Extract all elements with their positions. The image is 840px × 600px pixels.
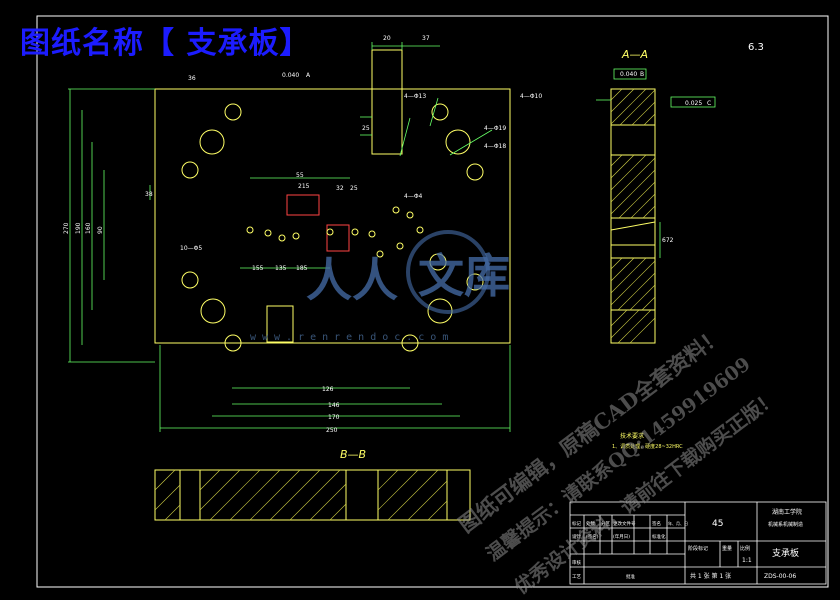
drawing-border xyxy=(36,15,829,588)
holes-13: 4—Φ13 xyxy=(404,93,426,100)
tb-r4c2: 批准 xyxy=(626,573,635,580)
tol-right-perp: 0.040 xyxy=(620,71,637,78)
tol-top-datum: A xyxy=(306,72,311,79)
tb-scale-label: 比例 xyxy=(740,545,750,552)
tech-body: 1、调质处理，硬度28~32HRC xyxy=(612,443,683,450)
dim-190: 190 xyxy=(75,222,82,234)
tech-title: 技术要求 xyxy=(620,432,644,440)
tb-r1c1: 标记 xyxy=(572,520,581,527)
section-bb-hatch xyxy=(154,469,448,521)
tb-part-name: 支承板 xyxy=(772,547,799,559)
side-dimensions xyxy=(596,68,716,258)
dim-270: 270 xyxy=(63,222,70,234)
side-hatch xyxy=(610,88,656,344)
dim-38: 38 xyxy=(145,191,153,198)
side-view xyxy=(610,88,656,344)
holes-4: 4—Φ4 xyxy=(404,193,423,200)
section-aa-label: A—A xyxy=(621,48,648,61)
tol-top-perp: 0.040 xyxy=(282,72,299,79)
dim-overall-width: 250 xyxy=(326,427,338,434)
drawing-title-banner: 图纸名称【 支承板】 xyxy=(20,26,311,61)
dim-32: 32 xyxy=(336,185,344,192)
dim-672: 672 xyxy=(662,237,674,244)
tb-r2c2: (签名) xyxy=(586,533,599,540)
dim-126: 126 xyxy=(322,386,334,393)
tb-weight-label: 重量 xyxy=(722,545,732,552)
holes-19: 4—Φ19 xyxy=(484,125,506,132)
dim-160: 160 xyxy=(85,222,92,234)
dim-170: 170 xyxy=(328,414,340,421)
tb-r1c6: 年、月、日 xyxy=(668,520,688,526)
dim-155: 155 xyxy=(252,265,264,272)
dim-37: 37 xyxy=(422,35,430,42)
holes-5: 10—Φ5 xyxy=(180,245,202,252)
dim-185: 185 xyxy=(296,265,308,272)
tb-r2c1: 设计 xyxy=(572,533,581,540)
plan-outline xyxy=(154,88,511,344)
holes-18: 4—Φ18 xyxy=(484,143,506,150)
watermark-site: www.renrendoc.com xyxy=(250,332,455,343)
tb-r1c5: 签名 xyxy=(652,520,661,527)
tb-r1c3: 分区 xyxy=(601,520,610,527)
dim-25b: 25 xyxy=(350,185,358,192)
holes-10: 4—Φ10 xyxy=(520,93,542,100)
tb-r2c4: 标准化 xyxy=(652,533,666,540)
dim-55: 55 xyxy=(296,172,304,179)
tb-material: 45 xyxy=(712,519,723,529)
tb-r4c1: 工艺 xyxy=(572,574,581,580)
dim-146: 146 xyxy=(328,402,340,409)
tol-parallel-datum: C xyxy=(707,100,711,107)
tb-r3c1: 审核 xyxy=(572,559,581,566)
dim-135: 135 xyxy=(275,265,287,272)
dim-215: 215 xyxy=(298,183,310,190)
tb-r2c3: (年月日) xyxy=(613,533,630,540)
dim-90: 90 xyxy=(97,226,104,234)
tb-stage-label: 阶段标记 xyxy=(688,545,708,552)
dim-20: 20 xyxy=(383,35,391,42)
tol-parallel: 0.025 xyxy=(685,100,702,107)
plan-view xyxy=(154,49,511,352)
tb-r1c2: 处数 xyxy=(586,520,595,527)
watermark-logo-ring xyxy=(406,230,490,314)
watermark-logo-right: 文库 xyxy=(418,249,510,303)
section-bb-label: B—B xyxy=(340,448,366,461)
tb-dept: 机械系机械制造 xyxy=(768,521,803,528)
roughness-value: 6.3 xyxy=(748,42,764,53)
plan-dimensions xyxy=(68,42,511,432)
tb-school: 湖南工学院 xyxy=(772,508,802,516)
tb-drawing-no: ZDS-00-06 xyxy=(764,573,796,580)
watermark-logo-left: 人人 xyxy=(306,253,398,307)
tb-sheets: 共 1 张 第 1 张 xyxy=(690,572,731,580)
tol-right-datum: B xyxy=(640,71,644,78)
dim-36: 36 xyxy=(188,75,196,82)
title-block-grid xyxy=(569,501,827,585)
section-bb xyxy=(154,469,471,521)
tb-r1c4: 更改文件号 xyxy=(613,520,636,527)
tb-scale: 1:1 xyxy=(742,557,752,564)
dim-25: 25 xyxy=(362,125,370,132)
